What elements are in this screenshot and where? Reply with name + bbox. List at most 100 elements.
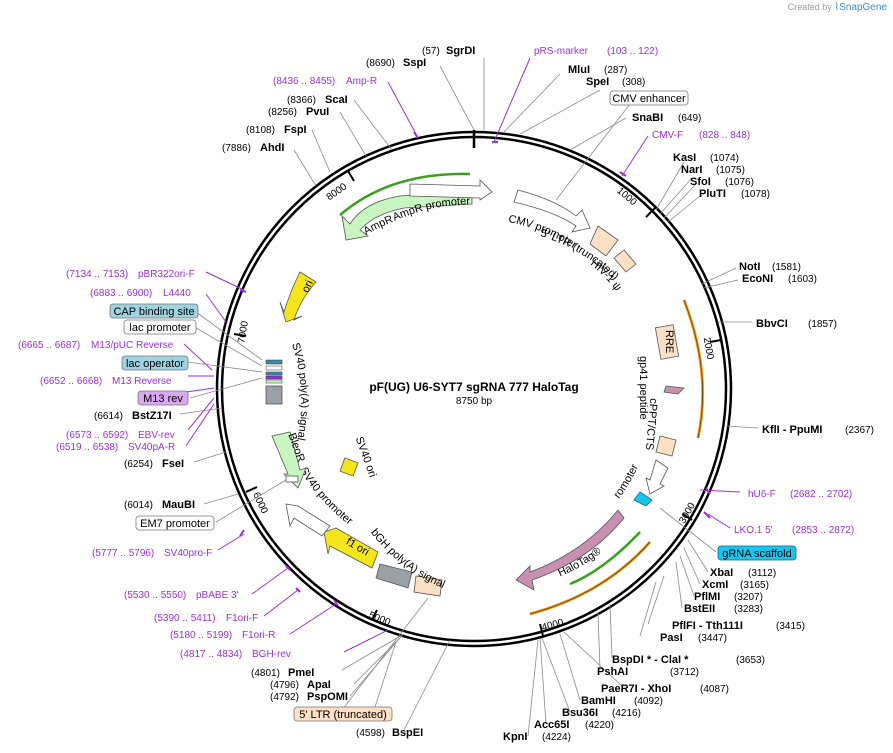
pvui-label: PvuI <box>306 106 329 118</box>
bspei-label: BspEI <box>392 727 423 739</box>
pflmi-pos: (3207) <box>734 592 763 603</box>
grna-label: gRNA scaffold <box>722 548 792 560</box>
primer-amp-r: Amp-R <box>346 76 377 87</box>
primer-sv40pa-range: (6519 .. 6538) <box>56 442 118 453</box>
grna-box <box>717 545 797 561</box>
u6-promoter-arrow <box>645 459 669 495</box>
gp41-label: gp41 peptide <box>637 356 649 420</box>
bstz17i-pos: (6614) <box>94 411 123 422</box>
mlui-pos: (287) <box>604 65 627 76</box>
box-leaders <box>187 103 717 711</box>
scai-label: ScaI <box>325 94 348 106</box>
ampr-primer-line <box>339 172 471 216</box>
pasi-pos: (3447) <box>698 633 727 644</box>
pmei-label: PmeI <box>288 667 314 679</box>
pshai-label: PshAI <box>597 666 628 678</box>
primer-l4440: L4440 <box>163 288 191 299</box>
cmv-enhancer-box <box>609 90 689 106</box>
primer-prs-marker-range: (103 .. 122) <box>607 46 658 57</box>
em7-mini-box <box>285 475 299 483</box>
m13-rev-label: M13 rev <box>143 393 183 405</box>
paer7i-pos: (4087) <box>700 684 729 695</box>
bgh-box <box>375 563 413 589</box>
halotag-green-line <box>569 531 641 586</box>
paer7i-label: PaeR7I - XhoI <box>601 683 671 695</box>
primer-ebv: EBV-rev <box>138 430 175 441</box>
sv40-ori-box <box>339 457 359 477</box>
primer-f1orir-range: (5180 .. 5199) <box>170 630 232 641</box>
credit-brand: SnapGene <box>839 2 887 13</box>
kpni-label: KpnI <box>503 731 527 743</box>
ltr-trunc-label: 5' LTR (truncated) <box>299 709 386 721</box>
pshai-pos: (3712) <box>670 667 699 678</box>
primer-pbr322-range: (7134 .. 7153) <box>66 269 128 280</box>
pflfi-label: PflFI - Tth111I <box>672 620 743 632</box>
bstz17i-label: BstZ17I <box>132 410 172 422</box>
bsteii-pos: (3283) <box>734 604 763 615</box>
pflfi-pos: (3415) <box>776 621 805 632</box>
primer-lko-range: (2853 .. 2872) <box>792 525 854 536</box>
primer-ebv-range: (6573 .. 6592) <box>66 430 128 441</box>
xbai-pos: (3112) <box>748 568 776 579</box>
tick-label-2000: 2000 <box>701 337 716 361</box>
bbvci-label: BbvCI <box>756 318 788 330</box>
primer-l4440-range: (6883 .. 6900) <box>90 288 152 299</box>
gp41-arrow <box>663 385 685 395</box>
primer-amp-r-range: (8436 .. 8455) <box>273 76 335 87</box>
sv40-promoter-arrow <box>285 503 331 537</box>
sv40-ori-label: SV40 ori <box>353 435 379 479</box>
kfli-pos: (2367) <box>845 425 874 436</box>
spei-label: SpeI <box>586 76 609 88</box>
orange-primer-arc-lower-inner <box>529 541 651 615</box>
ori-arrow <box>279 271 317 323</box>
enzyme-leaders <box>179 58 759 737</box>
snabi-label: SnaBI <box>632 112 663 124</box>
kasi-label: KasI <box>673 152 696 164</box>
primer-bgh-range: (4817 .. 4834) <box>180 649 242 660</box>
primer-pbabe: pBABE 3' <box>196 590 239 601</box>
tick-label-5000: 5000 <box>367 610 392 629</box>
primer-hu6f: hU6-F <box>748 489 776 500</box>
kfli-label: KflI - PpuMI <box>762 424 823 436</box>
tick-label-7000: 7000 <box>236 320 251 344</box>
bspdi-label: BspDI * - ClaI * <box>612 654 689 666</box>
tick-marks <box>233 170 722 637</box>
grna-scaffold-arrow <box>633 491 653 507</box>
primer-hu6f-range: (2682 .. 2702) <box>790 489 852 500</box>
rre-label: RRE <box>663 330 675 353</box>
pmei-pos: (4801) <box>251 668 280 679</box>
lac-cluster <box>265 359 283 384</box>
bamhi-label: BamHI <box>581 695 616 707</box>
primer-m13rev: M13 Reverse <box>112 376 172 387</box>
primer-prs-marker: pRS-marker <box>534 46 589 57</box>
fspi-label: FspI <box>284 124 307 136</box>
bsu36i-label: Bsu36I <box>562 707 598 719</box>
cmv-enhancer-label: CMV enhancer <box>612 93 686 105</box>
nari-label: NarI <box>681 164 702 176</box>
maubi-pos: (6014) <box>124 500 153 511</box>
ampr-arrow <box>341 189 473 241</box>
noti-pos: (1581) <box>772 262 801 273</box>
bbvci-pos: (1857) <box>808 319 837 330</box>
primer-f1orir: F1ori-R <box>242 630 275 641</box>
rre-box <box>654 324 680 360</box>
sspi-pos: (8690) <box>366 58 395 69</box>
primer-sv40pro: SV40pro-F <box>164 548 212 559</box>
primer-m13rev-range: (6652 .. 6668) <box>40 376 102 387</box>
bamhi-pos: (4092) <box>634 696 663 707</box>
xcmi-label: XcmI <box>702 579 728 591</box>
noti-label: NotI <box>739 261 760 273</box>
snabi-pos: (649) <box>678 113 701 124</box>
bleor-arrow <box>271 431 307 489</box>
snapgene-logo: ⌇SnapGene <box>834 2 887 13</box>
orange-primer-arc-upper <box>682 299 705 439</box>
ahdi-pos: (7886) <box>222 143 251 154</box>
pflmi-label: PflMI <box>694 591 720 603</box>
primer-m13puc: M13/pUC Reverse <box>91 340 174 351</box>
kasi-pos: (1074) <box>710 153 739 164</box>
ltr-box <box>589 225 619 257</box>
primer-f1orif: F1ori-F <box>226 613 258 624</box>
bspei-pos: (4598) <box>356 728 385 739</box>
primer-f1orif-range: (5390 .. 5411) <box>154 613 216 624</box>
